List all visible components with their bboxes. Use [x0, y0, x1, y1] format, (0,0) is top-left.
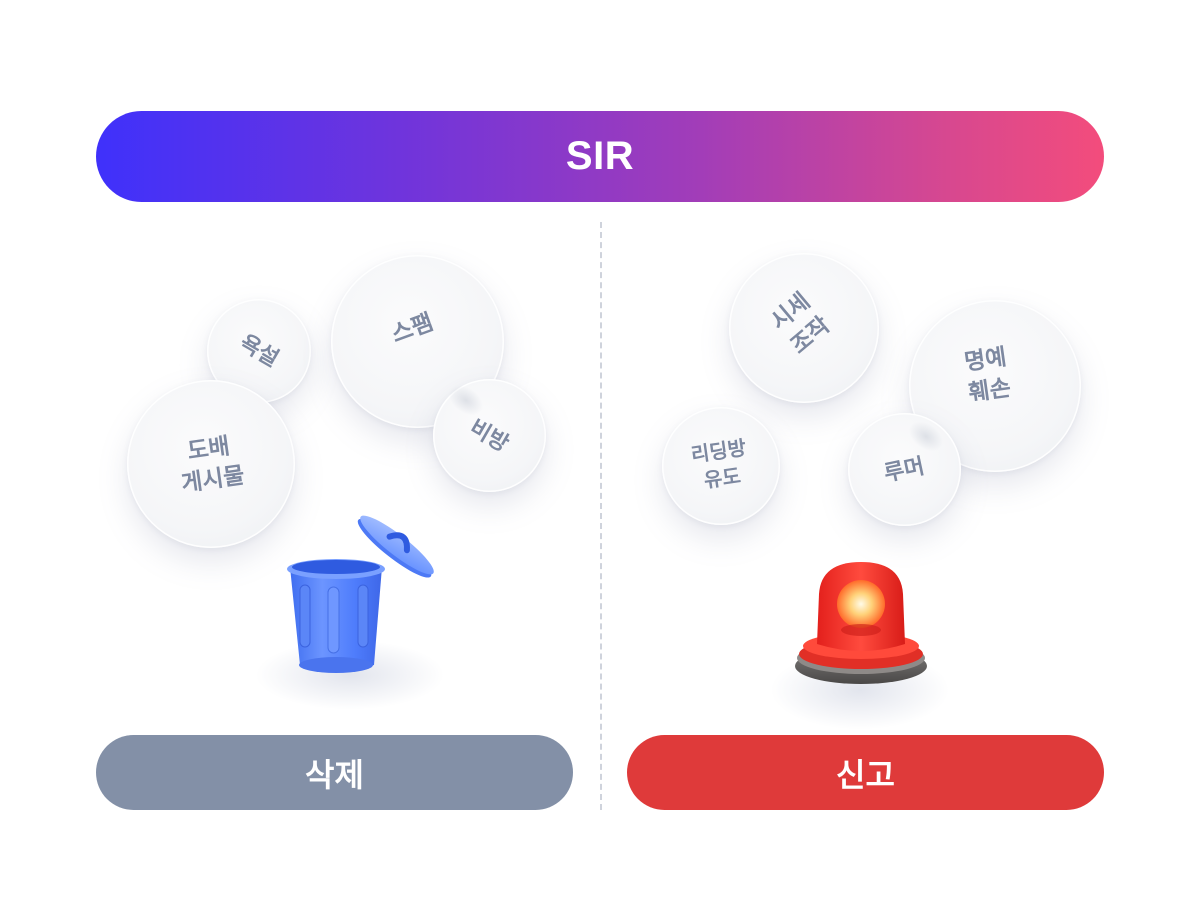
bubble-label: 스팸 — [388, 308, 437, 348]
siren-icon — [793, 558, 929, 688]
bubble-label: 명예 훼손 — [962, 343, 1013, 406]
bubble-leading-room: 리딩방 유도 — [662, 407, 780, 525]
bubble-label: 시세 조작 — [765, 287, 835, 359]
bubble-label: 루머 — [882, 452, 927, 486]
page-title: SIR — [565, 134, 635, 178]
bubble-label: 욕설 — [235, 329, 283, 372]
report-button-label: 신고 — [836, 756, 895, 793]
title-bar: SIR — [96, 111, 1104, 202]
delete-button-label: 삭제 — [305, 756, 364, 793]
bubble-label: 비방 — [465, 414, 514, 457]
center-divider — [600, 222, 602, 810]
trash-can-icon — [282, 505, 442, 685]
bubble-slander: 비방 — [433, 379, 546, 492]
delete-button[interactable]: 삭제 — [96, 735, 573, 810]
bubble-price-manipulation: 시세 조작 — [729, 253, 879, 403]
bubble-flood-posts: 도배 게시물 — [127, 380, 295, 548]
bubble-rumor: 루머 — [848, 413, 961, 526]
bubble-label: 리딩방 유도 — [690, 437, 748, 493]
report-button[interactable]: 신고 — [627, 735, 1104, 810]
bubble-label: 도배 게시물 — [179, 432, 247, 497]
